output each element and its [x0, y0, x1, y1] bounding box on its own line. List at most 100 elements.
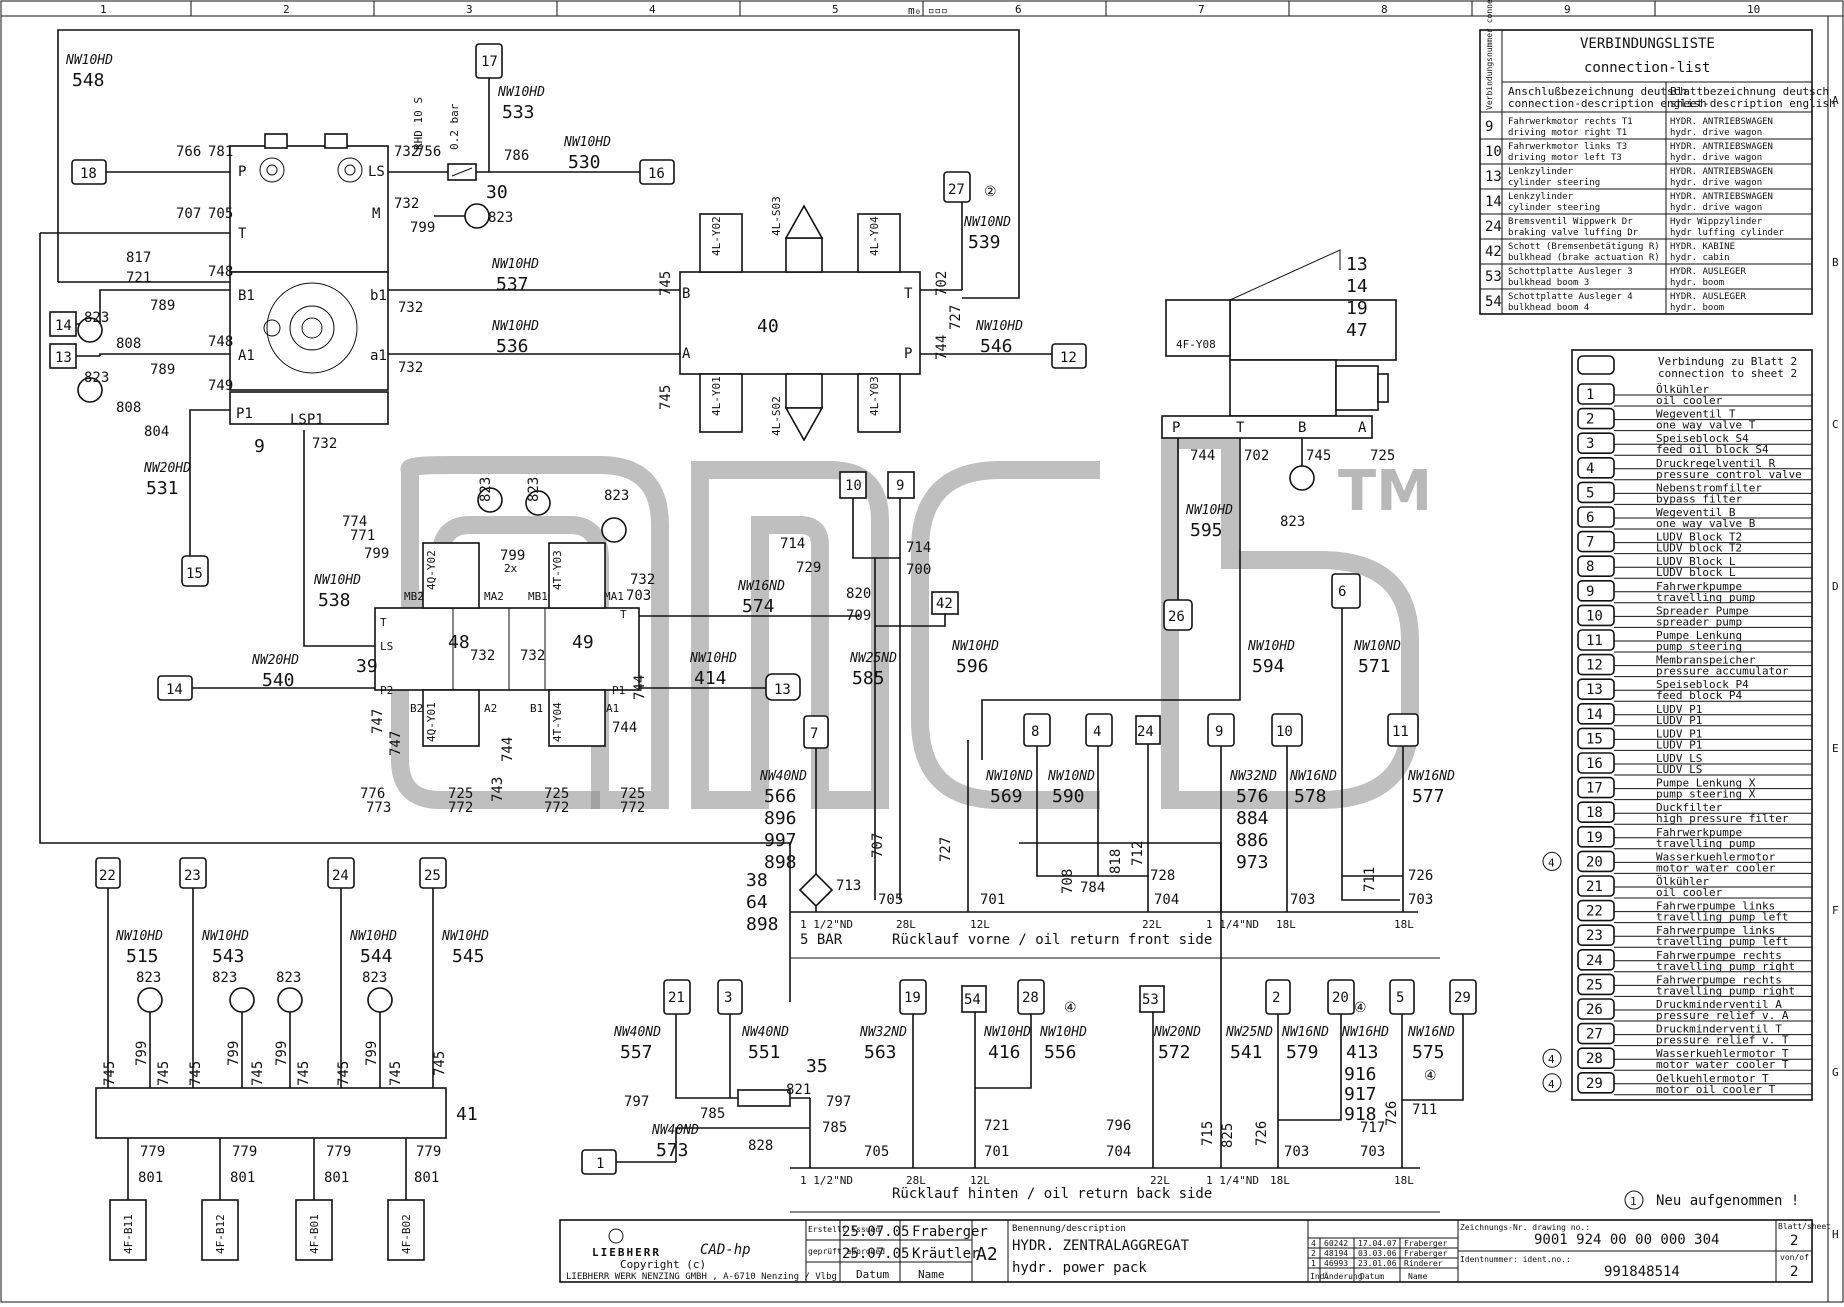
svg-text:973: 973 [1236, 852, 1269, 873]
svg-text:744: 744 [612, 720, 637, 736]
connection-sheet-de: Hydr Wippzylinder [1670, 217, 1763, 227]
svg-text:745: 745 [296, 1061, 312, 1086]
pipe-number: 546 [980, 336, 1013, 357]
connection-number: 24 [1485, 219, 1502, 235]
connection-desc-de: Schottplatte Ausleger 3 [1508, 267, 1633, 277]
svg-text:A: A [1358, 420, 1367, 436]
legend-item-en: LUDV LS [1656, 763, 1702, 776]
pipe-spec: NW16ND [737, 579, 785, 594]
svg-text:64: 64 [746, 892, 768, 913]
pipe-spec: NW40ND [759, 769, 807, 784]
created-label: Erstellt issued [808, 1225, 880, 1234]
svg-text:18L: 18L [1276, 918, 1296, 931]
svg-text:1 1/2"ND: 1 1/2"ND [800, 918, 853, 931]
svg-text:732: 732 [394, 144, 419, 160]
legend-item-de: Duckfilter [1656, 801, 1723, 814]
connection-sheet-en: hydr. drive wagon [1670, 203, 1762, 213]
svg-text:1 1/4"ND: 1 1/4"ND [1206, 1174, 1259, 1187]
connection-sheet-de: HYDR. ANTRIEBSWAGEN [1670, 192, 1773, 202]
conn-col1-header-en: connection-description english [1508, 97, 1707, 110]
svg-text:821: 821 [786, 1082, 811, 1098]
svg-text:M: M [372, 206, 380, 222]
svg-text:766: 766 [176, 144, 201, 160]
svg-text:745: 745 [1306, 448, 1331, 464]
pipe-spec: NW10HD [497, 85, 545, 100]
svg-text:745: 745 [188, 1061, 204, 1086]
svg-text:MB1: MB1 [528, 590, 548, 603]
connection-desc-en: bulkhead (brake actuation R) [1508, 253, 1660, 263]
legend-item-number: 14 [1586, 707, 1603, 723]
svg-text:9: 9 [1215, 724, 1223, 740]
pipe-number: 545 [452, 946, 485, 967]
svg-text:11: 11 [1392, 724, 1409, 740]
svg-text:4F-B11: 4F-B11 [122, 1214, 135, 1254]
pipe-number: 571 [1358, 656, 1391, 677]
connection-number: 10 [1485, 144, 1502, 160]
legend-item-number: 18 [1586, 805, 1603, 821]
legend-item-number: 16 [1586, 756, 1603, 772]
distribution-block-41: 22 23 24 25 41 4F-B11 4F-B12 4F-B01 4F-B… [95, 857, 478, 1261]
column-label: 4 [649, 3, 656, 16]
legend-item-number: 21 [1586, 879, 1603, 895]
pipe-number: 590 [1052, 786, 1085, 807]
pipe-spec: NW10ND [1047, 769, 1095, 784]
svg-text:39: 39 [356, 656, 378, 677]
block-40-label: 40 [757, 316, 779, 337]
legend-item-en: oil cooler [1656, 394, 1723, 407]
drawing-title-en: hydr. power pack [1012, 1260, 1147, 1276]
legend-item-en: one way valve B [1656, 517, 1756, 530]
legend-item-en: spreader pump [1656, 615, 1742, 628]
svg-text:728: 728 [1150, 868, 1175, 884]
connection-desc-en: bulkhead boom 3 [1508, 278, 1589, 288]
pipe-number: 572 [1158, 1042, 1191, 1063]
svg-text:30: 30 [486, 182, 508, 203]
svg-text:703: 703 [1408, 892, 1433, 908]
svg-text:12: 12 [1060, 350, 1077, 366]
svg-text:789: 789 [150, 362, 175, 378]
connection-number: 14 [1485, 194, 1502, 210]
revision-date: 17.04.07 [1358, 1239, 1397, 1248]
pipe-spec: NW10HD [1185, 503, 1233, 518]
svg-text:B1: B1 [238, 288, 255, 304]
svg-text:4Q-Y01: 4Q-Y01 [425, 702, 438, 742]
pipe-number: 563 [864, 1042, 897, 1063]
legend-item-de: Druckregelventil R [1656, 457, 1776, 470]
svg-text:726: 726 [1384, 1101, 1400, 1126]
svg-text:6: 6 [1338, 584, 1346, 600]
svg-text:1 1/4"ND: 1 1/4"ND [1206, 918, 1259, 931]
svg-text:B: B [1298, 420, 1306, 436]
svg-text:747: 747 [370, 709, 386, 734]
svg-text:18L: 18L [1394, 918, 1414, 931]
svg-text:b1: b1 [370, 288, 387, 304]
svg-text:726: 726 [1254, 1121, 1270, 1146]
svg-text:4F-B12: 4F-B12 [214, 1214, 227, 1254]
svg-text:743: 743 [490, 777, 506, 802]
front-return-pressure: 5 BAR [800, 932, 843, 948]
svg-text:P: P [904, 346, 912, 362]
legend-item-de: Ölkühler [1656, 383, 1709, 396]
legend-item-en: LUDV block L [1656, 566, 1736, 579]
legend-revision-mark: 4 [1548, 1053, 1555, 1066]
svg-text:4L-Y02: 4L-Y02 [710, 216, 723, 256]
row-label: C [1832, 418, 1839, 431]
svg-text:799: 799 [364, 546, 389, 562]
svg-text:RHD 10 S: RHD 10 S [412, 97, 425, 150]
pipe-number: 548 [72, 70, 105, 91]
svg-text:801: 801 [414, 1170, 439, 1186]
svg-text:703: 703 [1360, 1144, 1385, 1160]
valve-block-13: 4F-Y08 P T B A [1161, 249, 1397, 439]
row-label: D [1832, 580, 1839, 593]
legend-item-en: one way valve T [1656, 419, 1756, 432]
svg-text:18L: 18L [1394, 1174, 1414, 1187]
svg-text:789: 789 [150, 298, 175, 314]
connection-desc-en: bulkhead boom 4 [1508, 303, 1589, 313]
svg-text:④: ④ [1354, 1000, 1367, 1016]
company-logo: LIEBHERR [592, 1246, 661, 1259]
pipe-number: 537 [496, 274, 529, 295]
connection-sheet-de: HYDR. ANTRIEBSWAGEN [1670, 142, 1773, 152]
svg-text:3: 3 [724, 990, 732, 1006]
legend-item-number: 19 [1586, 830, 1603, 846]
svg-text:A2: A2 [484, 702, 497, 715]
of-label: von/of [1780, 1253, 1809, 1262]
